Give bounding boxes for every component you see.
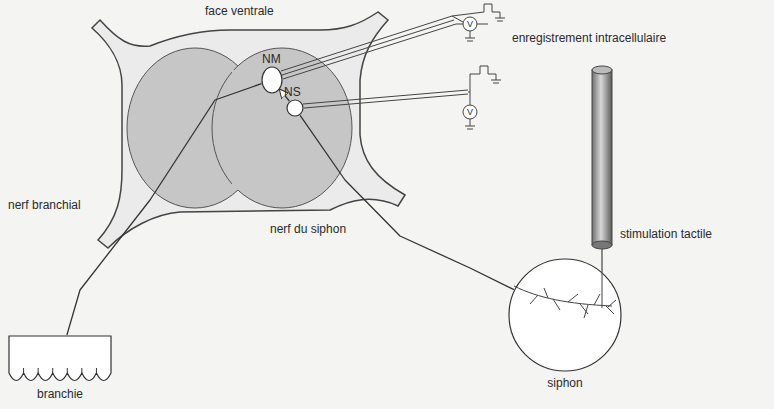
node-label: NM — [262, 52, 281, 66]
nerve-label: nerf du siphon — [270, 222, 346, 236]
gill: branchie — [8, 335, 112, 382]
sensory-neuron: NS — [286, 99, 304, 117]
ganglion-lobe — [127, 48, 263, 208]
nerve-label: nerf branchial — [8, 198, 81, 212]
ganglion-lobe — [212, 48, 352, 208]
node-label: NS — [284, 85, 301, 99]
stimulator-probe — [592, 66, 612, 272]
node-label: branchie — [37, 387, 83, 401]
voltmeter-symbol: V — [463, 19, 477, 29]
gill-shape — [8, 335, 112, 382]
motor-neuron-shape — [261, 66, 283, 94]
sensory-neuron-shape — [286, 99, 304, 117]
nerve-fiber — [67, 84, 262, 335]
motor-neuron: NM — [261, 66, 283, 94]
siphon-shape — [508, 258, 622, 372]
recording-label: enregistrement intracellulaire — [512, 31, 666, 45]
ganglion-outline — [92, 12, 405, 248]
node-label: siphon — [547, 376, 582, 390]
siphon: siphon — [508, 258, 622, 372]
stimulus-label: stimulation tactile — [620, 227, 712, 241]
electrode — [281, 4, 505, 79]
nerve-fiber — [300, 115, 514, 289]
voltmeter-symbol: V — [463, 107, 477, 117]
electrode — [303, 66, 501, 129]
view-label: face ventrale — [205, 4, 274, 18]
ganglion-lobe-fill — [232, 70, 245, 190]
